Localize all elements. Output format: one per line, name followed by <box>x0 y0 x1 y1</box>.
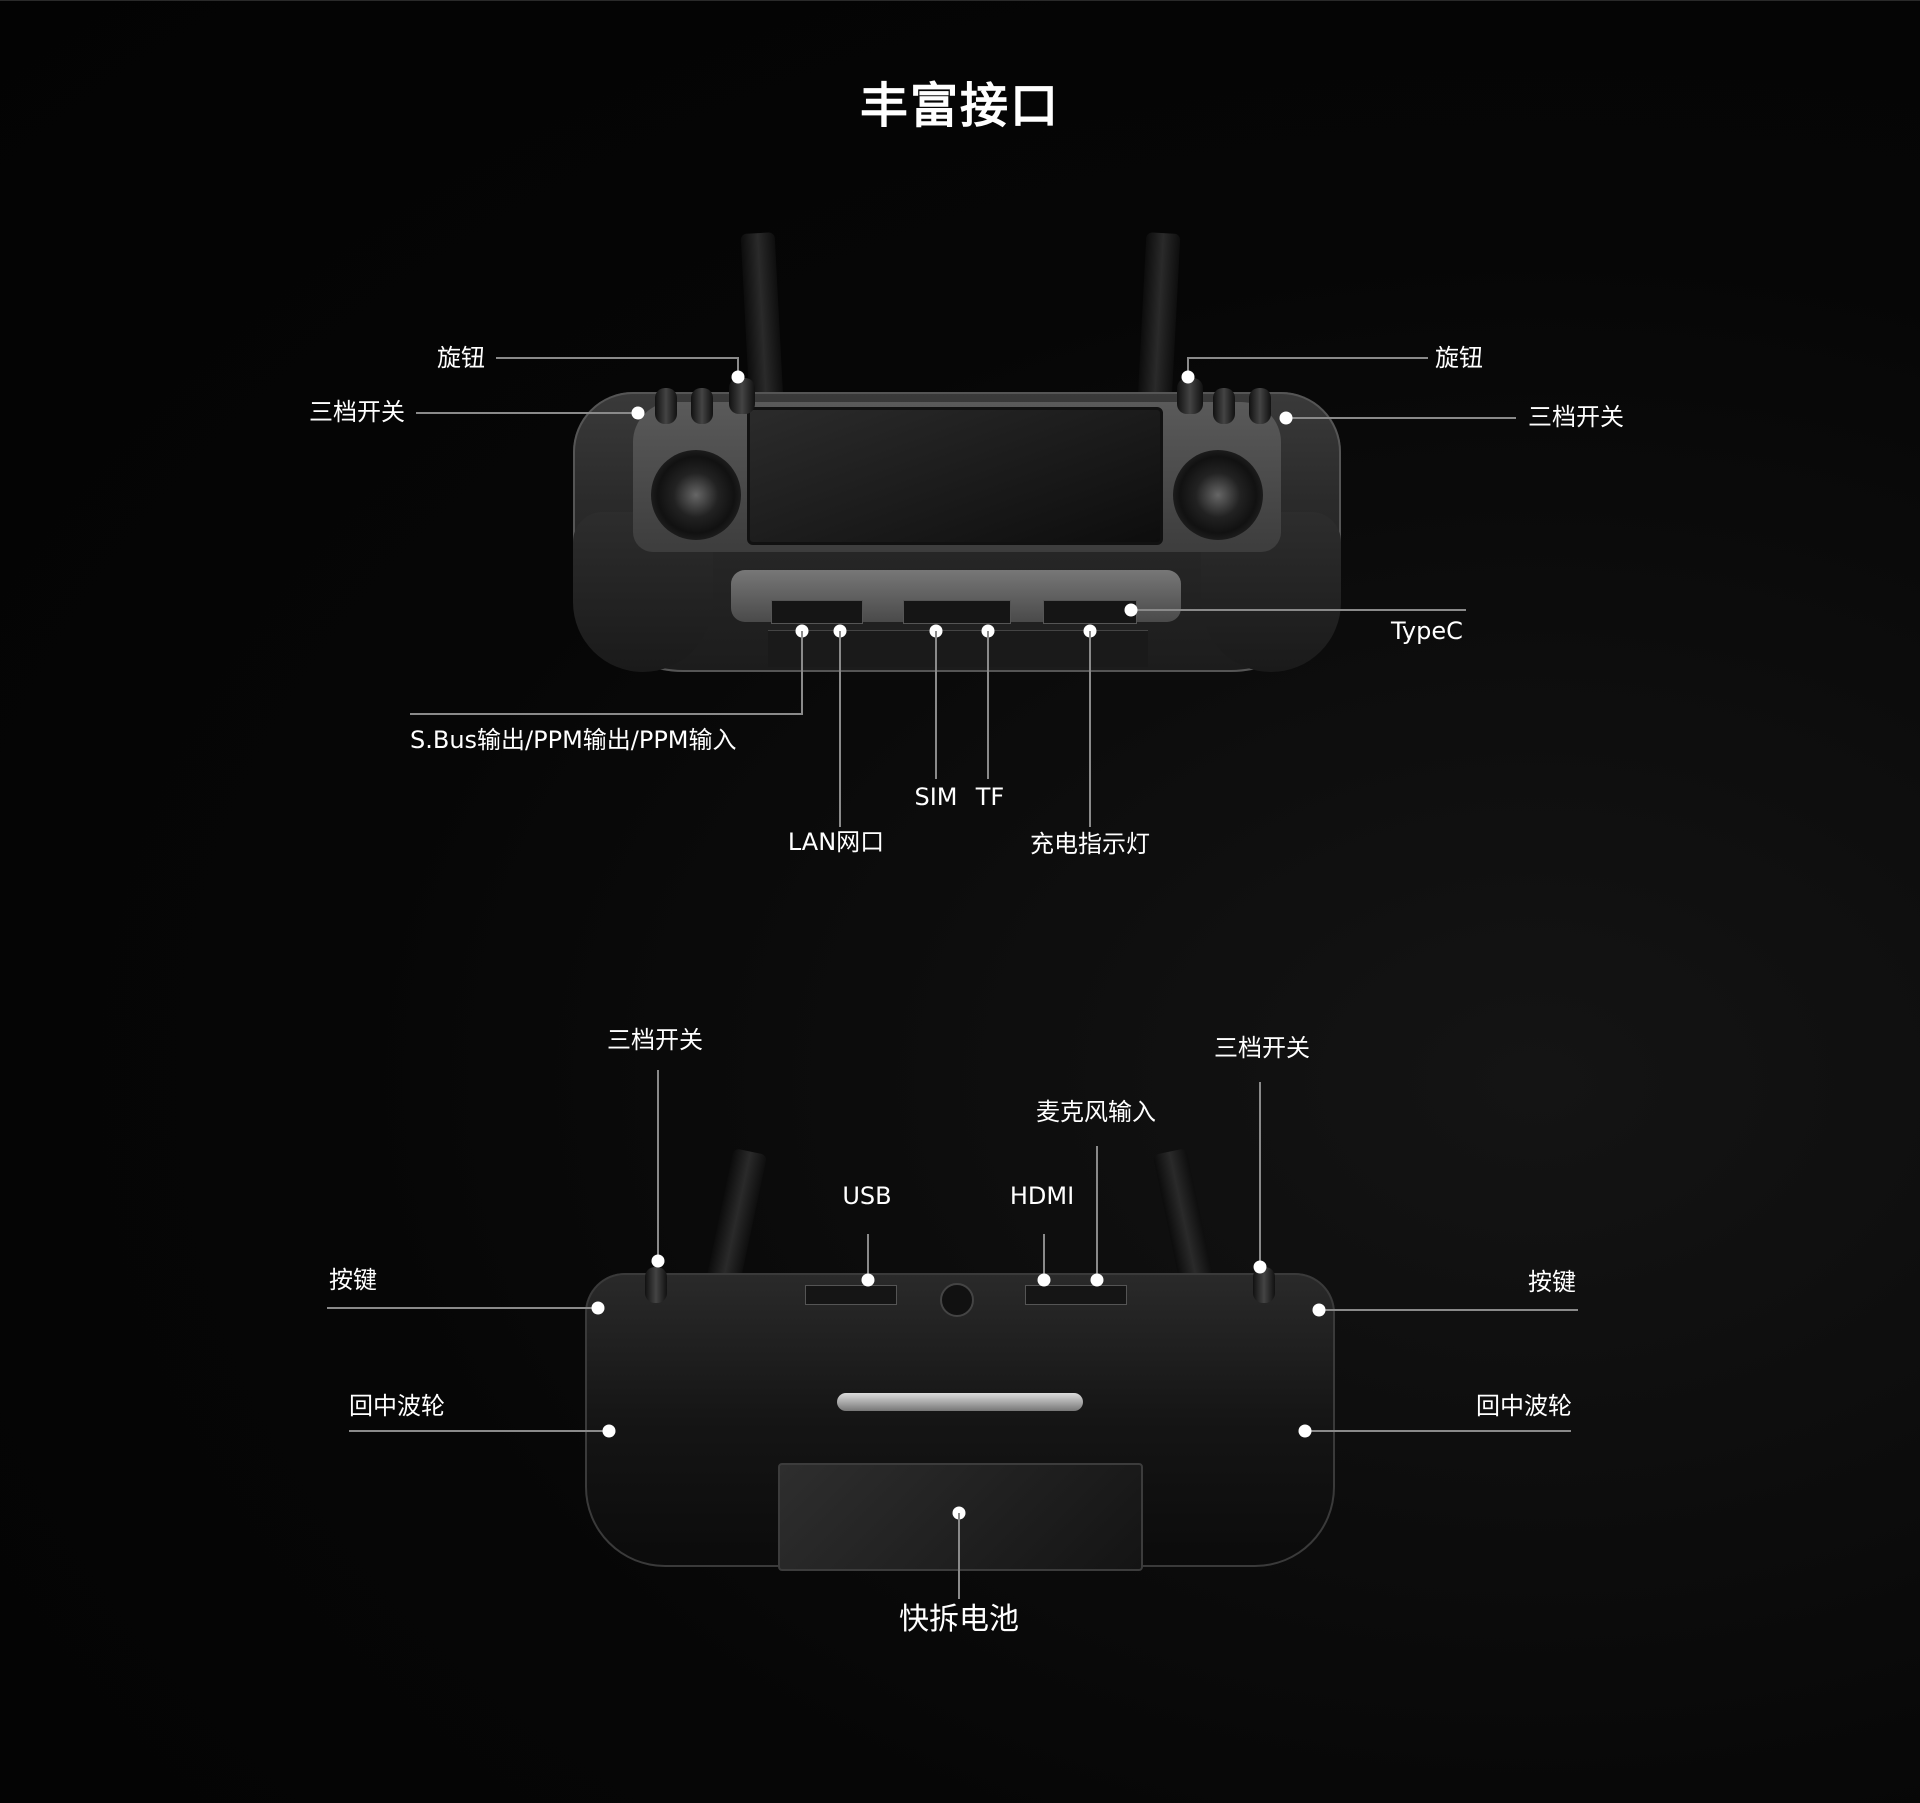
hdmi-mic-port <box>1025 1285 1127 1305</box>
leader-line <box>416 412 638 414</box>
remote-controller-front <box>573 378 1341 672</box>
leader-line <box>657 1070 659 1261</box>
callout-dot <box>1124 603 1138 617</box>
callout-dot <box>1298 1424 1312 1438</box>
callout-dot <box>591 1301 605 1315</box>
leader-line <box>801 631 803 714</box>
callout-dot <box>1312 1303 1326 1317</box>
leader-line <box>1089 631 1091 827</box>
callout-dot <box>1090 1273 1104 1287</box>
label-charge-indicator: 充电指示灯 <box>1030 830 1150 858</box>
callout-dot <box>1279 411 1293 425</box>
callout-dot <box>1181 370 1195 384</box>
label-knob-left: 旋钮 <box>437 344 485 372</box>
leader-line <box>1096 1146 1098 1280</box>
bottom-chin <box>768 630 1148 667</box>
display-screen <box>747 407 1163 545</box>
page-title: 丰富接口 <box>859 78 1060 134</box>
callout-dot <box>631 406 645 420</box>
leader-line <box>1286 417 1516 419</box>
leader-line <box>1259 1082 1261 1267</box>
label-knob-right: 旋钮 <box>1435 344 1483 372</box>
toggle-switch <box>645 1267 667 1303</box>
leader-line <box>349 1430 609 1432</box>
label-three-pos-switch-left: 三档开关 <box>309 398 405 426</box>
toggle-switch <box>655 388 677 424</box>
label-three-pos-switch-left: 三档开关 <box>607 1026 703 1054</box>
leader-line <box>1188 357 1428 359</box>
leader-line <box>1305 1430 1571 1432</box>
label-battery: 快拆电池 <box>899 1602 1019 1637</box>
label-mic-input: 麦克风输入 <box>1036 1098 1156 1126</box>
usb-port <box>805 1285 897 1305</box>
port-group-sbus-lan <box>771 600 863 624</box>
label-tf: TF <box>975 783 1005 811</box>
leader-line <box>496 357 738 359</box>
toggle-switch <box>691 388 713 424</box>
toggle-switch <box>1253 1267 1275 1303</box>
leader-line <box>839 631 841 827</box>
top-divider <box>0 0 1920 1</box>
callout-dot <box>651 1254 665 1268</box>
callout-dot <box>731 370 745 384</box>
label-three-pos-switch-right: 三档开关 <box>1528 403 1624 431</box>
label-button-right: 按键 <box>1528 1268 1576 1296</box>
label-sim: SIM <box>914 783 958 811</box>
leader-line <box>737 357 739 377</box>
leader-line <box>327 1307 598 1309</box>
remote-controller-back <box>585 1267 1335 1571</box>
leader-line <box>410 713 803 715</box>
label-usb: USB <box>842 1182 892 1210</box>
label-typec: TypeC <box>1391 617 1463 645</box>
leader-line <box>1319 1309 1578 1311</box>
port-group-sim-tf <box>903 600 1011 624</box>
knob <box>1177 378 1203 414</box>
knob <box>729 378 755 414</box>
leader-line <box>1131 609 1466 611</box>
label-return-wheel-left: 回中波轮 <box>349 1392 445 1420</box>
label-three-pos-switch-right: 三档开关 <box>1214 1034 1310 1062</box>
port-group-typec <box>1043 600 1137 624</box>
leader-line <box>867 1234 869 1280</box>
toggle-switch <box>1249 388 1271 424</box>
leader-line <box>987 631 989 779</box>
leader-line <box>958 1513 960 1599</box>
callout-dot <box>861 1273 875 1287</box>
label-sbus-ppm: S.Bus输出/PPM输出/PPM输入 <box>410 726 737 754</box>
callout-dot <box>602 1424 616 1438</box>
carry-handle <box>837 1393 1083 1411</box>
toggle-switch <box>1213 388 1235 424</box>
label-hdmi: HDMI <box>1009 1182 1075 1210</box>
joystick-left <box>651 450 741 540</box>
leader-line <box>1043 1234 1045 1280</box>
callout-dot <box>1253 1260 1267 1274</box>
callout-dot <box>1037 1273 1051 1287</box>
joystick-right <box>1173 450 1263 540</box>
label-button-left: 按键 <box>329 1266 377 1294</box>
label-lan: LAN网口 <box>787 828 885 856</box>
leader-line <box>1187 357 1189 377</box>
power-button <box>940 1283 974 1317</box>
label-return-wheel-right: 回中波轮 <box>1476 1392 1572 1420</box>
leader-line <box>935 631 937 779</box>
